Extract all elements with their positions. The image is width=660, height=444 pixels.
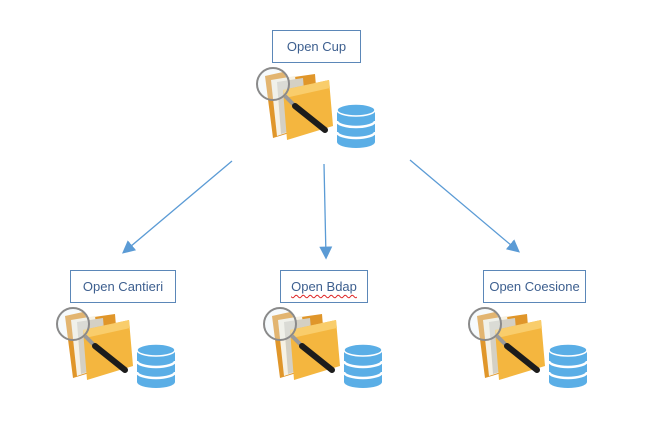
node-label-text: Open Coesione: [489, 279, 580, 294]
magnifier-icon: [468, 307, 540, 373]
database-icon: [342, 343, 384, 388]
database-icon: [335, 103, 377, 148]
folder-search-database-icon: [262, 306, 387, 391]
folder-search-database-icon: [255, 66, 380, 151]
arrow-to-open-coesione: [409, 159, 520, 253]
node-label-text: Open Bdap: [291, 279, 357, 294]
node-label-text: Open Cup: [286, 39, 347, 54]
node-label-text: Open Cantieri: [82, 279, 164, 294]
folder-icon: [65, 312, 133, 380]
magnifier-icon: [256, 67, 328, 133]
node-open-coesione-label[interactable]: Open Coesione: [483, 270, 586, 303]
magnifier-icon: [56, 307, 128, 373]
arrow-to-open-bdap: [319, 163, 333, 260]
node-open-cantieri-label[interactable]: Open Cantieri: [70, 270, 176, 303]
node-open-cup-label[interactable]: Open Cup: [272, 30, 361, 63]
node-open-bdap-label[interactable]: Open Bdap: [280, 270, 368, 303]
folder-search-database-icon: [55, 306, 180, 391]
database-icon: [135, 343, 177, 388]
folder-search-database-icon: [467, 306, 592, 391]
arrow-to-open-cantieri: [122, 160, 233, 254]
magnifier-icon: [263, 307, 335, 373]
database-icon: [547, 343, 589, 388]
